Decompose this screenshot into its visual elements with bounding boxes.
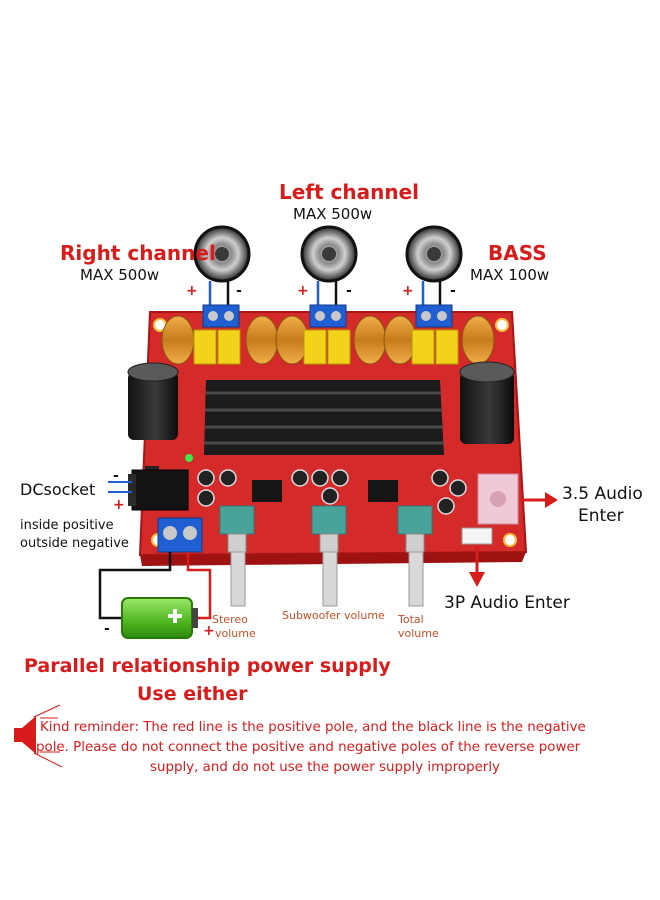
inductor-coils bbox=[161, 315, 495, 365]
power-note-line2: Use either bbox=[137, 683, 248, 705]
heatsink bbox=[204, 380, 444, 455]
bass-minus: - bbox=[450, 283, 456, 299]
reminder-line1: Kind reminder: The red line is the posit… bbox=[40, 720, 586, 735]
subwoofer-volume-label: Subwoofer volume bbox=[282, 609, 385, 622]
speaker-terminals bbox=[202, 304, 453, 328]
dc-socket bbox=[128, 469, 189, 511]
power-note-line1: Parallel relationship power supply bbox=[24, 655, 391, 677]
speaker-icon-right bbox=[193, 225, 251, 283]
total-volume-label-2: volume bbox=[398, 627, 439, 640]
bass-power: MAX 100w bbox=[470, 266, 550, 284]
reminder-line2: pole. Please do not connect the positive… bbox=[36, 740, 581, 755]
right-minus: - bbox=[236, 283, 242, 299]
left-minus: - bbox=[346, 283, 352, 299]
reminder-block: Kind reminder: The red line is the posit… bbox=[36, 718, 660, 778]
battery-wires bbox=[98, 552, 212, 620]
audio-35-label-1: 3.5 Audio bbox=[562, 484, 643, 504]
stereo-volume-label-1: Stereo bbox=[212, 613, 248, 626]
left-plus: + bbox=[297, 283, 309, 299]
dc-plus: + bbox=[113, 497, 125, 513]
small-components bbox=[145, 466, 467, 515]
battery-icon bbox=[121, 597, 198, 639]
arrow-right-icon bbox=[520, 492, 558, 508]
dc-note-line1: inside positive bbox=[20, 518, 114, 533]
film-capacitors bbox=[193, 329, 459, 365]
dc-wires bbox=[108, 481, 132, 493]
left-channel-power: MAX 500w bbox=[293, 205, 373, 223]
battery-minus: - bbox=[104, 621, 110, 637]
battery-plus: + bbox=[203, 623, 215, 639]
led-indicator bbox=[185, 454, 193, 462]
audio-jack-3-5mm bbox=[477, 473, 519, 525]
dc-socket-label: DCsocket bbox=[20, 480, 96, 499]
arrow-down-icon bbox=[469, 546, 485, 587]
right-channel-power: MAX 500w bbox=[80, 266, 160, 284]
bass-plus: + bbox=[402, 283, 414, 299]
potentiometers bbox=[219, 505, 433, 607]
right-channel-title: Right channel bbox=[60, 241, 216, 265]
megaphone-icon bbox=[14, 704, 63, 768]
audio-35-label-2: Enter bbox=[578, 506, 624, 526]
reminder-line3: supply, and do not use the power supply … bbox=[150, 760, 500, 775]
audio-3p-label: 3P Audio Enter bbox=[444, 593, 570, 613]
speaker-icon-left bbox=[300, 225, 358, 283]
power-terminal bbox=[157, 517, 203, 553]
bass-title: BASS bbox=[488, 241, 547, 265]
total-volume-label-1: Total bbox=[398, 613, 424, 626]
dc-note-line2: outside negative bbox=[20, 536, 129, 551]
speaker-icon-bass bbox=[405, 225, 463, 283]
stereo-volume-label-2: volume bbox=[215, 627, 256, 640]
right-plus: + bbox=[186, 283, 198, 299]
dc-minus: - bbox=[113, 468, 119, 484]
audio-3p-connector bbox=[461, 527, 493, 545]
left-channel-title: Left channel bbox=[279, 180, 420, 204]
electrolytic-capacitors bbox=[127, 361, 515, 444]
